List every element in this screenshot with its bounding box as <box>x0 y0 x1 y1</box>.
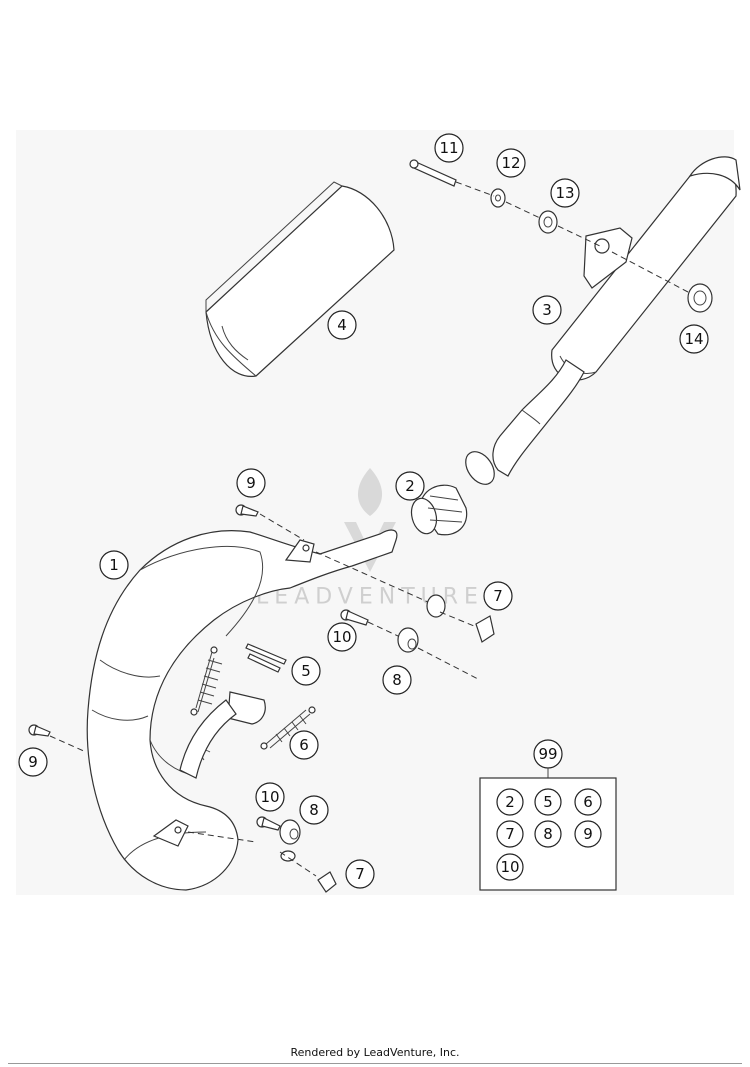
part-1-exhaust-pipe <box>86 529 398 891</box>
callout-7-upper: 7 <box>483 581 513 611</box>
part-7-nut-lower <box>317 871 337 893</box>
callout-10-upper: 10 <box>327 622 357 652</box>
watermark-flame-icon <box>357 468 383 516</box>
svg-text:7: 7 <box>493 587 503 605</box>
part-4-silencer-sleeve <box>205 181 395 377</box>
leader-lower-left <box>49 735 87 753</box>
callout-13: 13 <box>550 178 580 208</box>
part-5-spring <box>190 643 287 716</box>
svg-text:14: 14 <box>684 330 703 348</box>
part-11-bolt <box>409 159 457 187</box>
footer-divider <box>8 1063 742 1064</box>
part-8-damper-lower <box>279 819 301 862</box>
svg-text:13: 13 <box>555 184 574 202</box>
callout-7-lower: 7 <box>345 859 375 889</box>
callout-3: 3 <box>532 295 562 325</box>
callout-9-lower: 9 <box>18 747 48 777</box>
part-9-screw-lower <box>28 724 51 737</box>
kit-item-5: 5 <box>534 788 562 816</box>
kit-item-6: 6 <box>574 788 602 816</box>
svg-text:10: 10 <box>332 628 351 646</box>
leader-silencer-mount <box>455 181 689 293</box>
kit-item-7: 7 <box>496 820 524 848</box>
svg-text:2: 2 <box>505 793 515 811</box>
callout-11: 11 <box>434 133 464 163</box>
part-12-washer <box>490 188 506 208</box>
svg-text:7: 7 <box>505 825 515 843</box>
kit-item-2: 2 <box>496 788 524 816</box>
svg-text:3: 3 <box>542 301 552 319</box>
callout-1: 1 <box>99 550 129 580</box>
part-10-screw-upper <box>340 609 369 626</box>
part-7-nut-upper <box>426 594 495 643</box>
leader-lower-mount <box>187 831 317 877</box>
callout-9-upper: 9 <box>236 468 266 498</box>
callout-8-lower: 8 <box>299 795 329 825</box>
svg-text:10: 10 <box>260 788 279 806</box>
callout-12: 12 <box>496 148 526 178</box>
part-8-damper-upper <box>397 627 419 653</box>
callout-2: 2 <box>395 471 425 501</box>
leader-upper-mount <box>259 513 481 681</box>
part-6-spring <box>260 706 316 750</box>
callout-14: 14 <box>679 324 709 354</box>
callout-4: 4 <box>327 310 357 340</box>
svg-text:99: 99 <box>538 745 557 763</box>
callout-5: 5 <box>291 656 321 686</box>
footer-credit: Rendered by LeadVenture, Inc. <box>290 1046 460 1059</box>
part-3-silencer <box>465 156 741 485</box>
svg-text:11: 11 <box>439 139 458 157</box>
svg-text:1: 1 <box>109 556 119 574</box>
svg-text:4: 4 <box>337 316 347 334</box>
kit-item-10: 10 <box>496 853 524 881</box>
callout-8-upper: 8 <box>382 665 412 695</box>
part-2-sealing-sleeve <box>410 484 468 536</box>
callout-99: 99 <box>533 739 563 769</box>
part-9-screw-upper <box>235 504 259 517</box>
kit-item-8: 8 <box>534 820 562 848</box>
svg-text:9: 9 <box>28 753 38 771</box>
svg-text:5: 5 <box>301 662 311 680</box>
svg-text:6: 6 <box>299 736 309 754</box>
kit-99: 99 2 5 6 7 8 9 10 <box>479 739 617 891</box>
part-14-grommet <box>687 283 713 313</box>
callout-6: 6 <box>289 730 319 760</box>
svg-text:9: 9 <box>583 825 593 843</box>
svg-text:2: 2 <box>405 477 415 495</box>
svg-text:5: 5 <box>543 793 553 811</box>
svg-text:7: 7 <box>355 865 365 883</box>
svg-text:8: 8 <box>543 825 553 843</box>
svg-text:12: 12 <box>501 154 520 172</box>
part-10-screw-lower <box>256 816 281 831</box>
svg-text:8: 8 <box>392 671 402 689</box>
svg-text:8: 8 <box>309 801 319 819</box>
part-13-grommet <box>538 210 558 234</box>
callout-10-lower: 10 <box>255 782 285 812</box>
kit-item-9: 9 <box>574 820 602 848</box>
svg-text:6: 6 <box>583 793 593 811</box>
svg-text:9: 9 <box>246 474 256 492</box>
svg-text:10: 10 <box>500 858 519 876</box>
